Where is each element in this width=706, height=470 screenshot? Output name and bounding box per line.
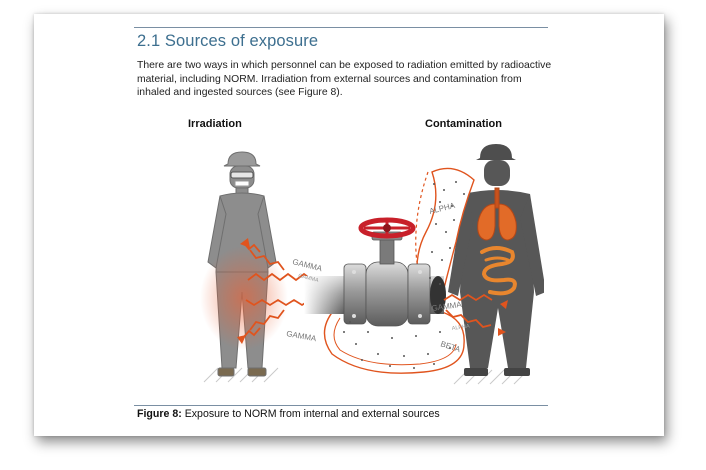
top-rule <box>134 27 548 28</box>
contamination-particles <box>343 181 465 369</box>
radiation-rays-right <box>443 293 493 328</box>
digestive-tract-icon <box>480 246 517 296</box>
bottom-rule <box>134 405 548 406</box>
alpha-annotation-2: ALPHA <box>451 323 470 331</box>
lungs-icon <box>477 187 517 241</box>
gamma-annotation-2: GAMMA <box>298 273 320 284</box>
exposure-illustration: GAMMA GAMMA GAMMA ALPHA GAMMA ALPHA BETA <box>200 144 544 385</box>
intro-paragraph: There are two ways in which personnel ca… <box>137 60 552 99</box>
caption-text: Exposure to NORM from internal and exter… <box>184 408 440 420</box>
figure-caption: Figure 8: Exposure to NORM from internal… <box>137 408 440 420</box>
spill-outline <box>333 317 457 366</box>
section-title: 2.1 Sources of exposure <box>137 32 319 50</box>
gamma-annotation-4: GAMMA <box>431 300 463 313</box>
contaminated-worker-silhouette <box>448 144 544 376</box>
caption-label: Figure 8: <box>137 408 182 420</box>
irradiation-glow <box>200 246 288 350</box>
gamma-annotation-3: GAMMA <box>286 329 318 343</box>
irradiation-label: Irradiation <box>188 118 242 130</box>
valve-wheel-icon <box>358 217 416 239</box>
contamination-label: Contamination <box>425 118 502 130</box>
document-page: 2.1 Sources of exposure There are two wa… <box>34 14 664 436</box>
pipe-assembly <box>304 231 446 327</box>
gamma-annotation-1: GAMMA <box>292 257 324 273</box>
